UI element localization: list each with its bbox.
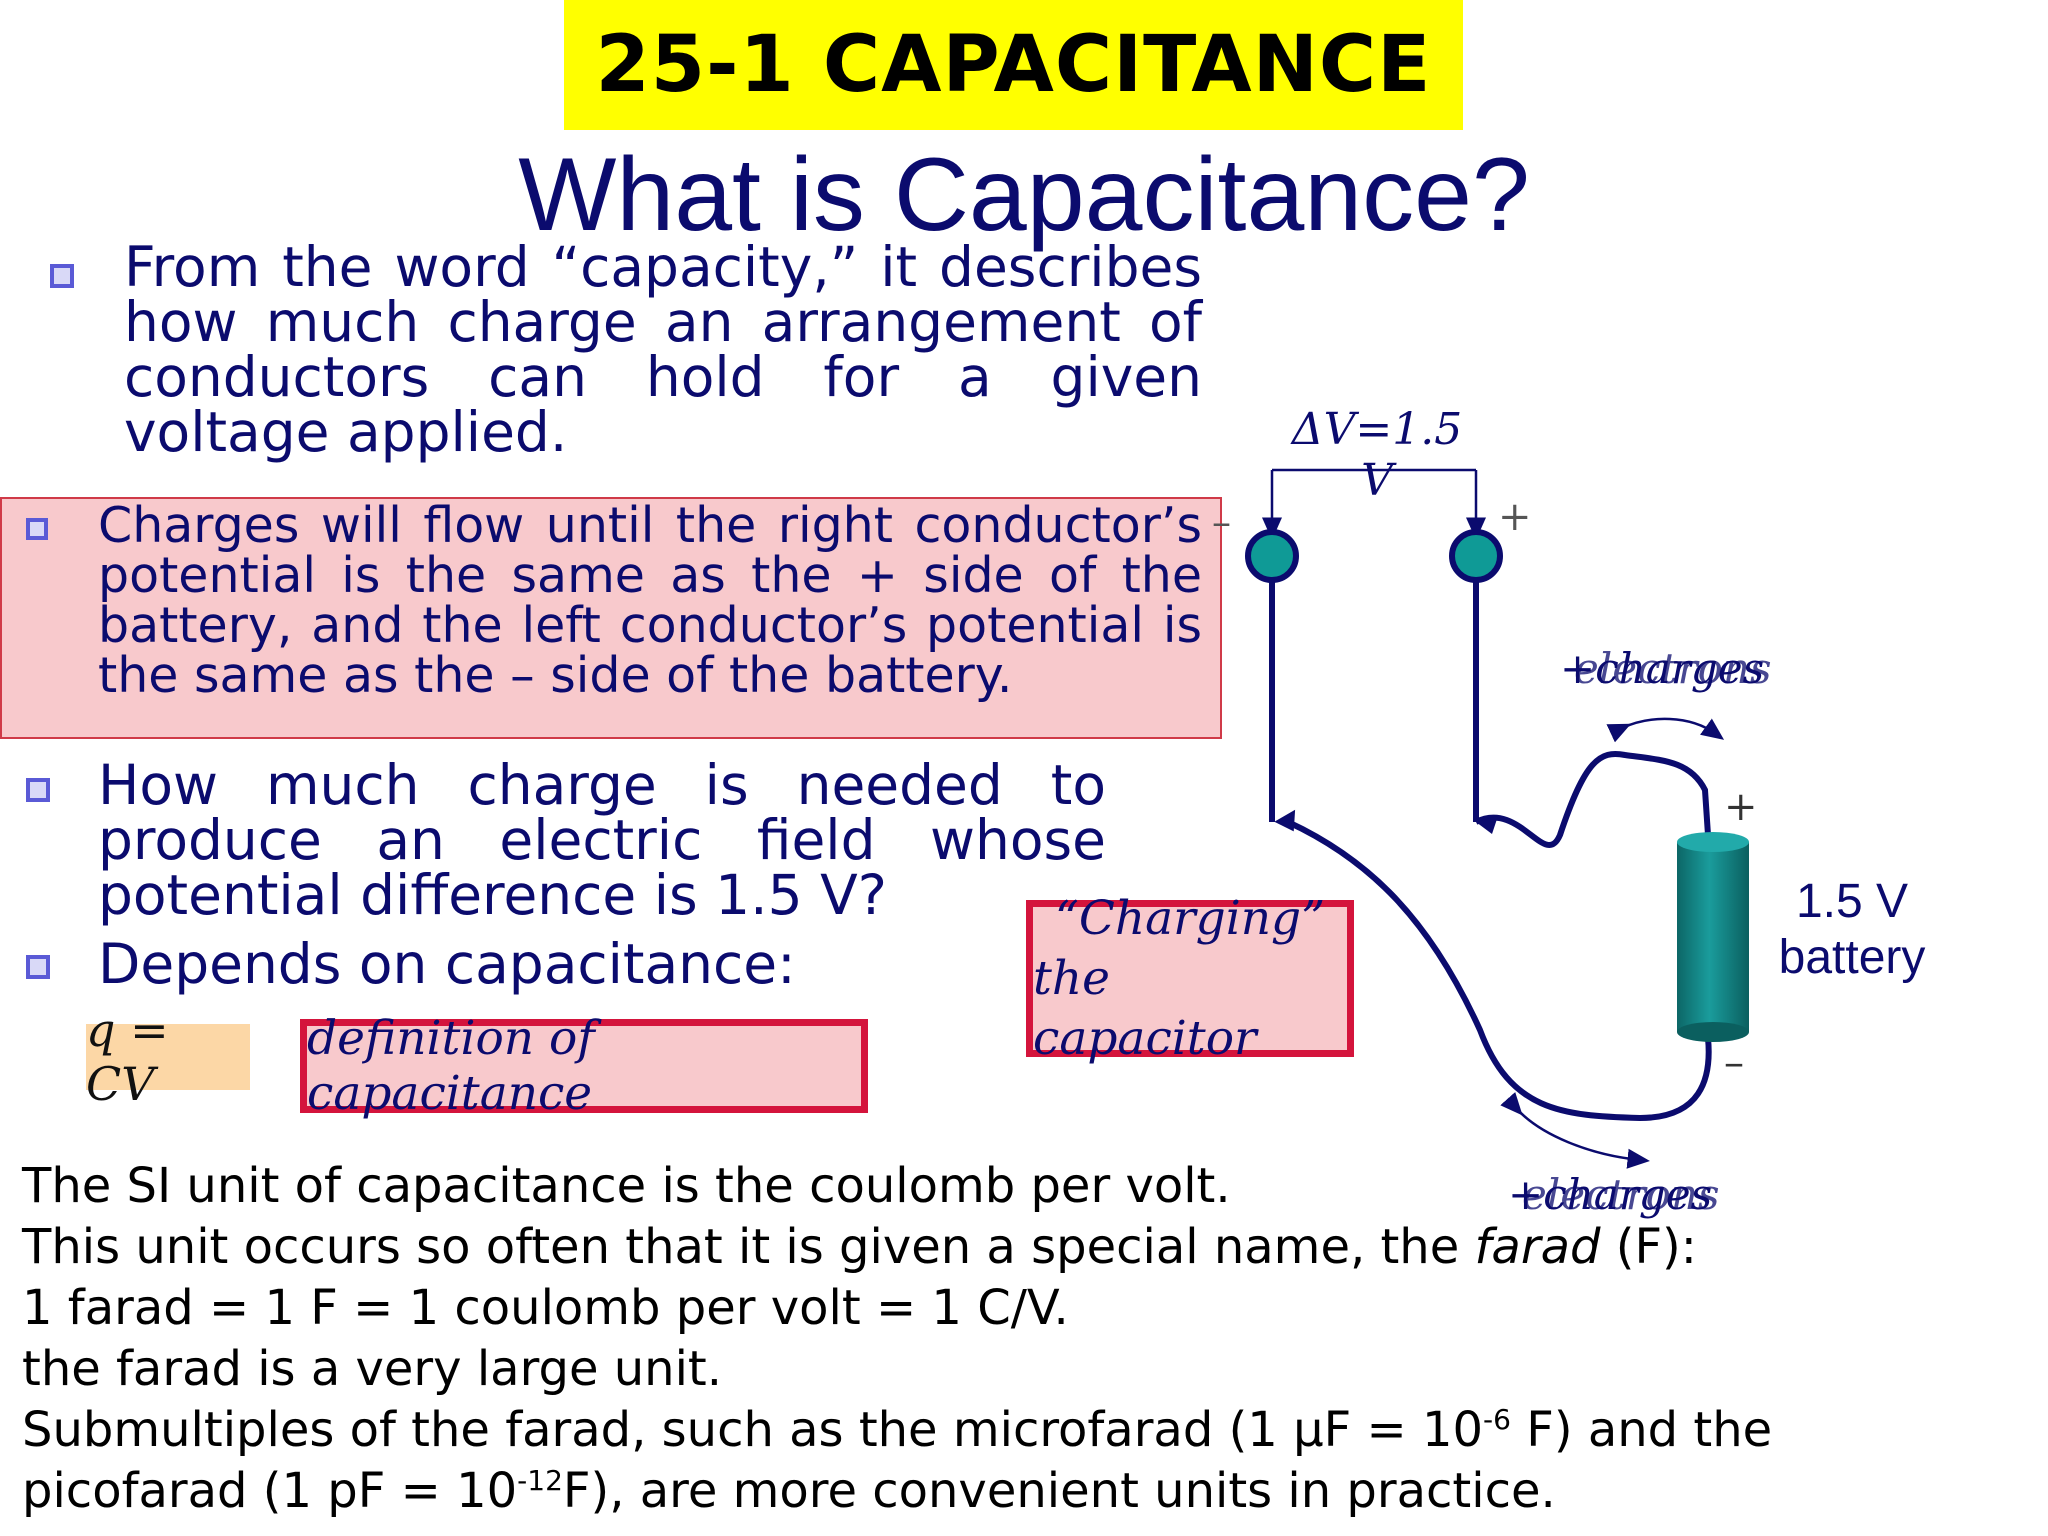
si-line-1: The SI unit of capacitance is the coulom… [22, 1158, 1231, 1214]
highlight-box [0, 497, 1222, 739]
flow-label-bottom: +charges [1508, 1170, 1713, 1219]
plus-sign-label: + [1498, 494, 1532, 540]
bullet-square-icon [26, 955, 50, 979]
si-line-4: the farad is a very large unit. [22, 1341, 722, 1397]
header-bar: 25-1 CAPACITANCE [564, 0, 1463, 130]
flow-arrow-top-icon [1606, 717, 1725, 743]
minus-sign-label: – [1212, 500, 1231, 544]
bullet-charges-flow: Charges will flow until the right conduc… [98, 497, 1202, 704]
bullet-depends: Depends on capacitance: [98, 932, 796, 996]
wire-arrow-icon [1476, 816, 1498, 834]
bullet-square-icon [26, 518, 48, 540]
battery-minus-label: – [1724, 1040, 1744, 1086]
slide-title: What is Capacitance? [518, 137, 1530, 253]
charging-box: “Charging” the capacitor [1026, 891, 1354, 1066]
flow-label-top-overlay: electrons [1574, 644, 1772, 693]
si-line-5: Submultiples of the farad, such as the m… [22, 1402, 1773, 1458]
bullet-square-icon [50, 264, 74, 288]
delta-v-label: ΔV=1.5 V [1291, 404, 1463, 506]
si-line-3: 1 farad = 1 F = 1 coulomb per volt = 1 C… [22, 1280, 1069, 1336]
si-line-6: picofarad (1 pF = 10-12F), are more conv… [22, 1463, 1556, 1519]
flow-label-top: +charges [1560, 644, 1765, 693]
bottom-wire [1286, 819, 1712, 1122]
bullet-square-icon [26, 778, 50, 802]
battery-icon [1677, 832, 1749, 1042]
flow-label-bottom-overlay: electrons [1522, 1170, 1720, 1219]
charging-title: “Charging” [1054, 890, 1326, 946]
charging-subtitle: the capacitor [1033, 950, 1257, 1066]
definition-box: definition of capacitance [300, 1011, 868, 1121]
bullet-capacity: From the word “capacity,” it describes h… [124, 235, 1202, 464]
si-unit-text: The SI unit of capacitance is the coulom… [22, 1156, 1882, 1522]
battery-label: 1.5 V battery [1778, 875, 1926, 984]
flow-arrow-bottom-icon [1500, 1092, 1650, 1169]
si-line-2: This unit occurs so often that it is giv… [22, 1219, 1697, 1275]
left-terminal-icon [1245, 529, 1299, 583]
right-terminal-icon [1449, 529, 1503, 583]
header-title: 25-1 CAPACITANCE [595, 20, 1432, 110]
battery-plus-label: + [1724, 784, 1758, 830]
voltage-bracket [1262, 468, 1486, 540]
wire-arrow-icon [1274, 809, 1296, 832]
bullet-how-much-charge: How much charge is needed to produce an … [98, 753, 1106, 927]
top-wire [1474, 750, 1711, 848]
